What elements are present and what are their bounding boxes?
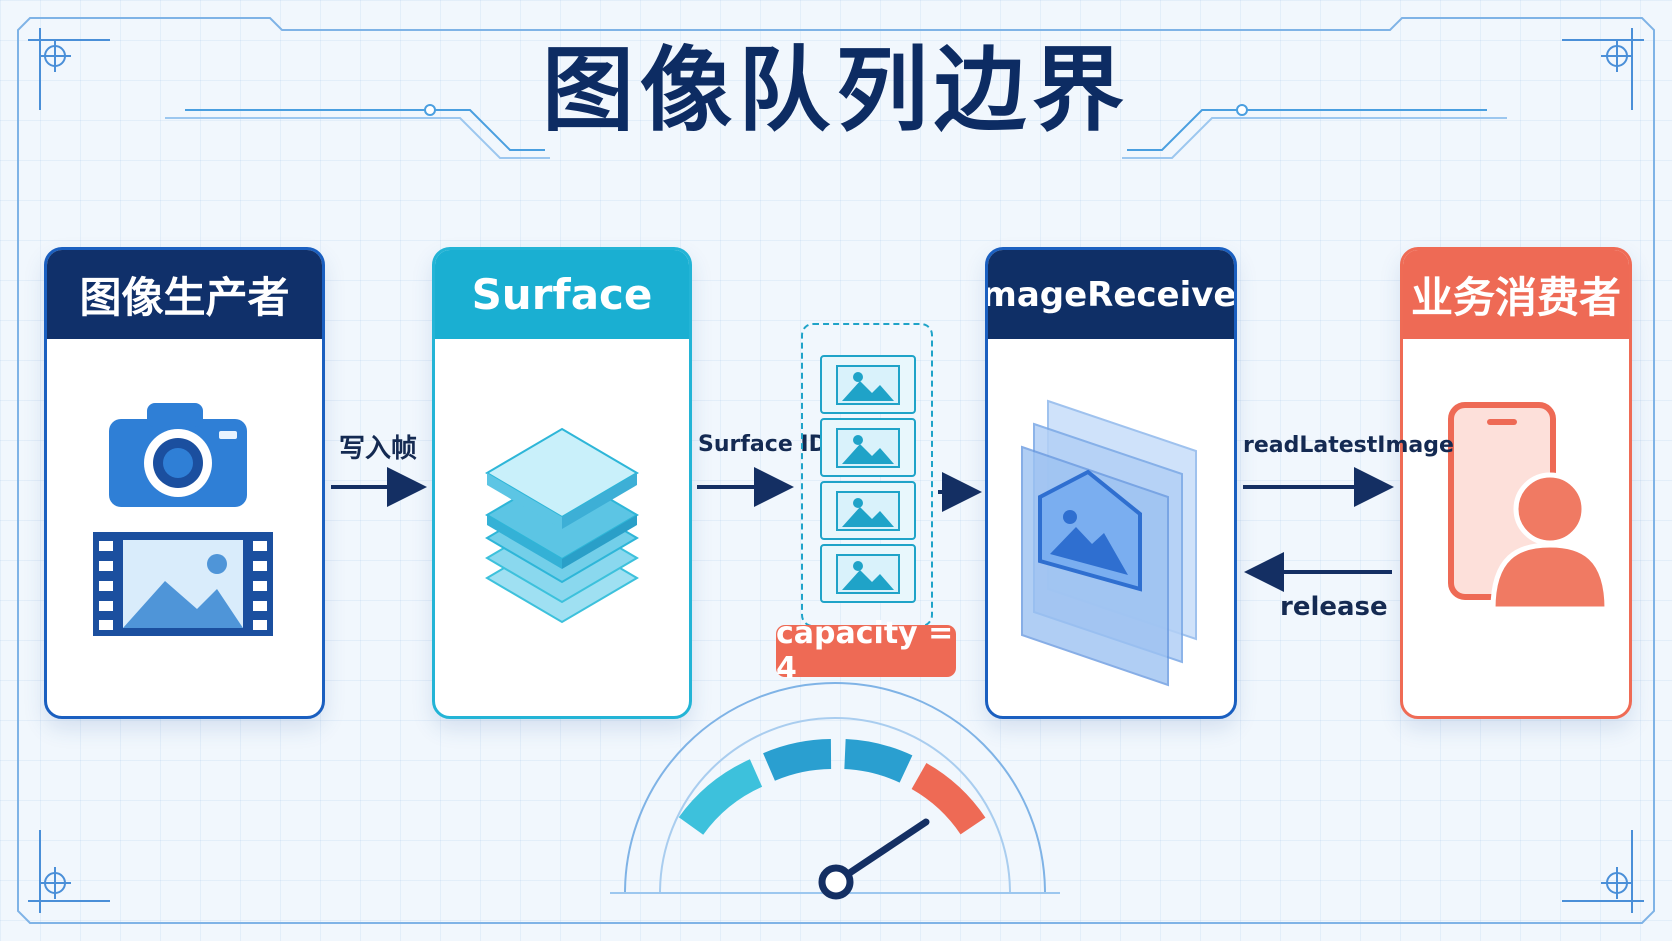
film-frame-icon bbox=[93, 532, 273, 636]
gauge-needle bbox=[832, 818, 930, 886]
image-icon bbox=[836, 553, 900, 594]
gauge-pivot bbox=[818, 864, 854, 900]
phone-user-icon bbox=[1448, 402, 1610, 612]
stacked-layers-icon bbox=[485, 427, 639, 624]
crosshair-icon bbox=[39, 40, 1633, 899]
gauge-segments bbox=[678, 739, 986, 836]
consumer-card: 业务消费者 bbox=[1400, 247, 1632, 719]
read-latest-label: readLatestImage bbox=[1243, 433, 1454, 458]
receiver-header: ImageReceiver bbox=[988, 250, 1234, 339]
release-label: release bbox=[1280, 592, 1388, 622]
receiver-card: ImageReceiver bbox=[985, 247, 1237, 719]
queue-slot bbox=[820, 418, 916, 477]
surface-card: Surface bbox=[432, 247, 692, 719]
producer-header: 图像生产者 bbox=[47, 250, 322, 339]
producer-illustration bbox=[93, 403, 273, 636]
image-icon bbox=[836, 364, 900, 405]
queue-slot bbox=[820, 481, 916, 540]
camera-icon bbox=[109, 403, 247, 507]
image-icon bbox=[836, 427, 900, 468]
producer-card: 图像生产者 bbox=[44, 247, 325, 719]
surface-id-label: Surface ID bbox=[698, 432, 827, 457]
image-icon bbox=[836, 490, 900, 531]
consumer-header: 业务消费者 bbox=[1403, 250, 1629, 339]
page-title: 图像队列边界 bbox=[541, 37, 1130, 144]
queue-slot bbox=[820, 355, 916, 414]
write-frame-label: 写入帧 bbox=[339, 434, 418, 464]
image-queue bbox=[801, 323, 933, 627]
queue-slot bbox=[820, 544, 916, 603]
surface-header: Surface bbox=[435, 250, 689, 339]
image-layers-icon bbox=[1021, 399, 1197, 687]
